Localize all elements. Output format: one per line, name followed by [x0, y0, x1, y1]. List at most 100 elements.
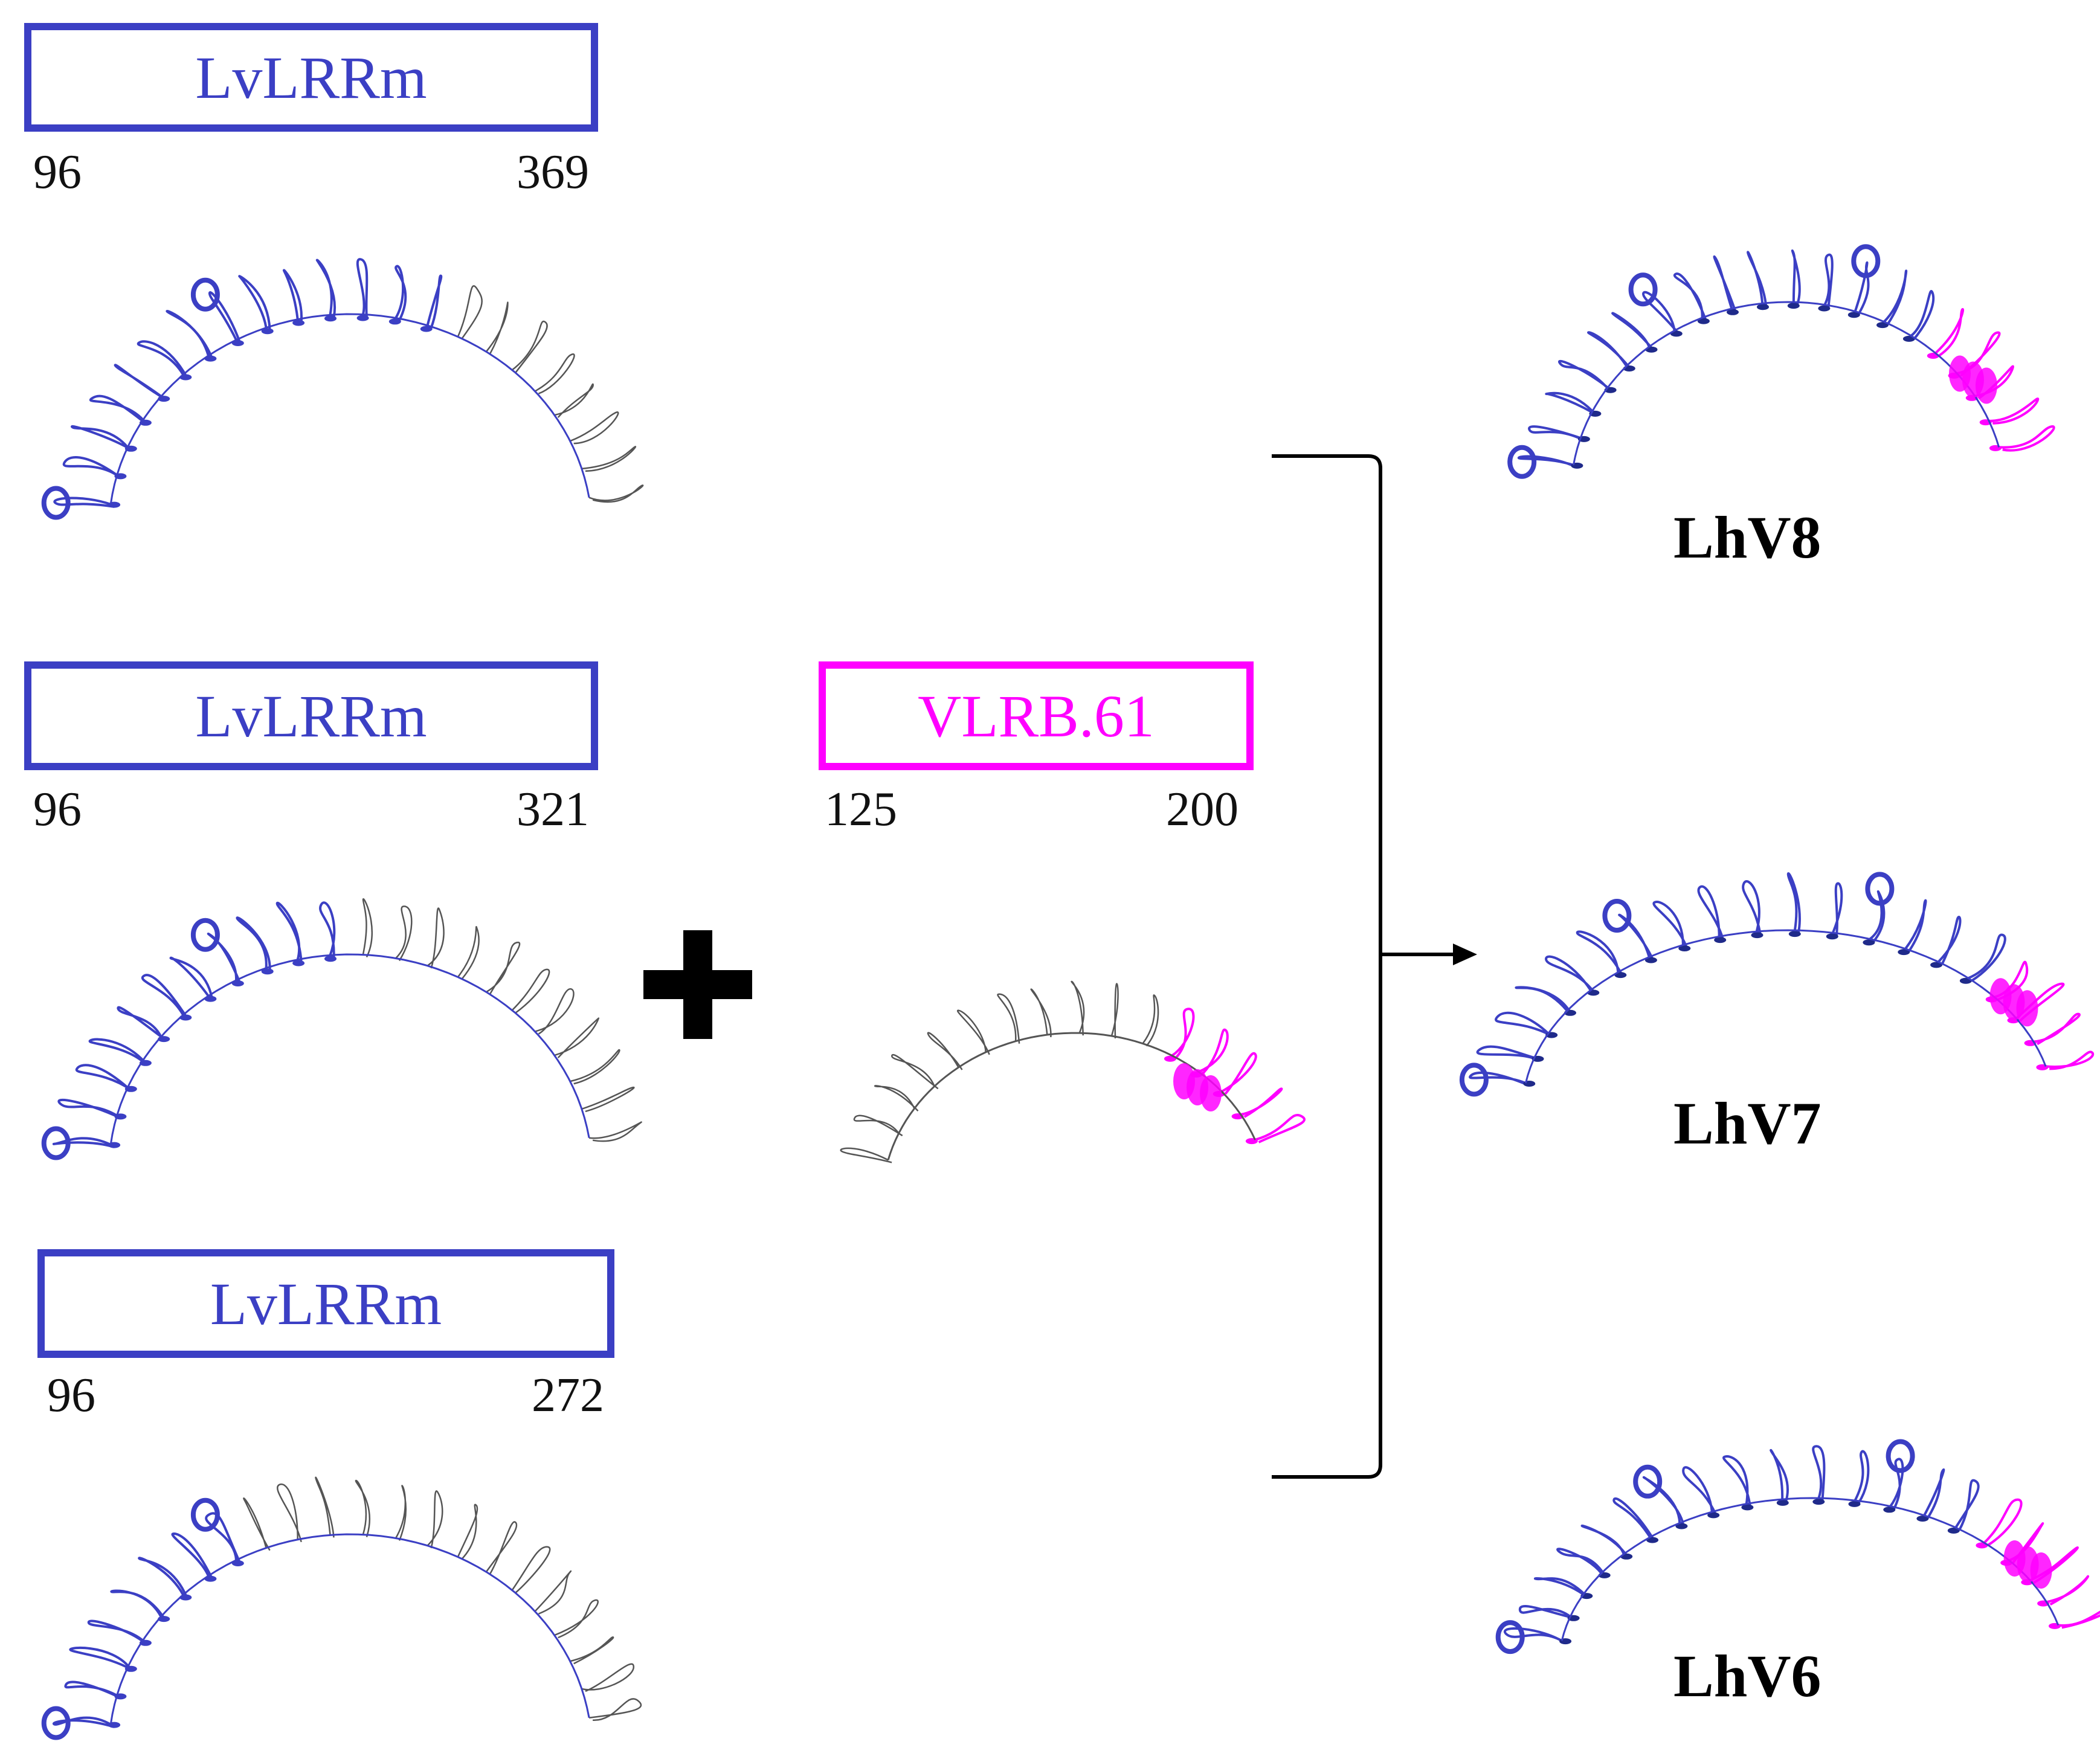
ribbon-repeat — [110, 1589, 166, 1620]
beta-strand — [1787, 303, 1800, 309]
arrow-head-icon — [1453, 944, 1477, 965]
beta-strand — [1898, 949, 1910, 956]
ribbon-repeat — [1652, 901, 1688, 948]
helix-cartoon — [2030, 1552, 2052, 1589]
ribbon-repeat — [169, 956, 213, 999]
beta-strand — [2049, 1622, 2061, 1629]
structure-lhv8 — [1507, 244, 2055, 479]
beta-strand — [1847, 312, 1860, 318]
ribbon-repeat — [71, 425, 132, 451]
ribbon-repeat — [1934, 307, 1965, 357]
alpha-helix — [1886, 1439, 1915, 1473]
lvlrrm-box-3: LvLRRm — [37, 1249, 614, 1358]
ribbon-repeat — [1580, 1524, 1629, 1557]
ribbon-repeat — [89, 394, 147, 424]
ribbon-repeat — [1518, 1605, 1575, 1621]
ribbon-repeat — [511, 320, 548, 373]
beta-strand — [1523, 1081, 1536, 1087]
ribbon-repeat — [1515, 986, 1572, 1014]
ribbon-repeat — [1989, 397, 2040, 425]
ribbon-repeat — [1999, 425, 2055, 452]
beta-strand — [108, 501, 121, 508]
ribbon-repeat — [355, 1479, 371, 1537]
beta-strand — [324, 315, 337, 322]
residue-end-2: 321 — [517, 783, 589, 836]
beta-strand — [1697, 318, 1710, 324]
alpha-helix — [41, 1126, 71, 1160]
donor-residue-start: 125 — [825, 783, 897, 836]
ribbon-repeat — [1476, 1045, 1539, 1061]
alpha-helix — [1865, 872, 1895, 906]
ribbon-repeat — [1642, 291, 1680, 334]
ribbon-repeat — [840, 1147, 892, 1163]
ribbon-repeat — [395, 265, 407, 321]
ribbon-repeat — [1937, 916, 1962, 965]
beta-strand — [292, 960, 305, 966]
ribbon-repeat — [1587, 331, 1631, 370]
helix-cartoon — [1975, 367, 1997, 404]
ribbon-repeat — [2058, 1610, 2100, 1629]
beta-strand — [1876, 322, 1889, 329]
lvlrrm-label-1: LvLRRm — [195, 43, 427, 111]
ribbon-repeat — [52, 1137, 115, 1148]
alpha-helix — [1633, 1464, 1663, 1499]
ribbon-repeat — [1854, 1450, 1870, 1504]
ribbon-repeat — [76, 1064, 132, 1092]
ribbon-repeat — [535, 988, 575, 1035]
ribbon-repeat — [511, 968, 550, 1014]
ribbon-repeat — [1534, 1577, 1588, 1598]
ribbon-repeat — [1576, 930, 1623, 976]
ribbon-repeat — [1469, 1071, 1530, 1087]
ribbon-repeat — [2046, 1575, 2090, 1606]
ribbon-repeat — [141, 974, 188, 1018]
beta-strand — [1727, 309, 1739, 315]
backbone — [109, 313, 590, 505]
residue-end-3: 272 — [532, 1369, 604, 1422]
ribbon-repeat — [1983, 1498, 2023, 1546]
ribbon-repeat — [1923, 1468, 1945, 1519]
lvlrrm-box-1: LvLRRm — [24, 23, 598, 132]
ribbon-repeat — [485, 301, 509, 355]
ribbon-repeat — [1240, 1087, 1283, 1118]
ribbon-repeat — [1221, 1052, 1257, 1095]
beta-strand — [261, 328, 274, 335]
vlrb61-box: VLRB.61 — [819, 661, 1254, 770]
structure-lhv6 — [1495, 1439, 2100, 1654]
alpha-helix — [1851, 244, 1881, 278]
beta-strand — [1644, 957, 1657, 963]
beta-strand — [1848, 1500, 1861, 1507]
ribbon-repeat — [1910, 290, 1935, 339]
ribbon-repeat — [1746, 251, 1768, 306]
ribbon-repeat — [315, 1476, 335, 1538]
backbone — [109, 953, 590, 1145]
backbone — [1524, 929, 2047, 1084]
ribbon-repeat — [315, 259, 336, 318]
alpha-helix — [190, 277, 220, 312]
ribbon-repeat — [1791, 249, 1801, 305]
ribbon-repeat — [570, 1636, 614, 1665]
donor-residue-end: 200 — [1166, 783, 1238, 836]
lvlrrm-box-2: LvLRRm — [24, 661, 598, 770]
ribbon-repeat — [1611, 312, 1654, 350]
beta-strand — [1678, 945, 1691, 951]
ribbon-repeat — [588, 1121, 642, 1142]
beta-strand — [292, 320, 305, 326]
plus-icon — [643, 930, 752, 1039]
ribbon-repeat — [1495, 1011, 1553, 1037]
ribbon-repeat — [1612, 1497, 1655, 1540]
ribbon-repeat — [2046, 1050, 2095, 1070]
ribbon-repeat — [554, 1599, 599, 1639]
beta-strand — [261, 968, 274, 975]
ribbon-repeat — [1713, 255, 1737, 312]
ribbon-repeat — [395, 1485, 407, 1541]
ribbon-repeat — [426, 274, 443, 329]
vlrb61-label: VLRB.61 — [918, 682, 1155, 750]
beta-strand — [1757, 304, 1769, 310]
beta-strand — [1826, 933, 1838, 940]
ribbon-repeat — [554, 1017, 600, 1058]
residue-start-1: 96 — [33, 146, 82, 199]
ribbon-repeat — [1954, 1479, 1980, 1531]
ribbon-repeat — [1557, 359, 1612, 391]
ribbon-repeat — [1956, 331, 2001, 377]
